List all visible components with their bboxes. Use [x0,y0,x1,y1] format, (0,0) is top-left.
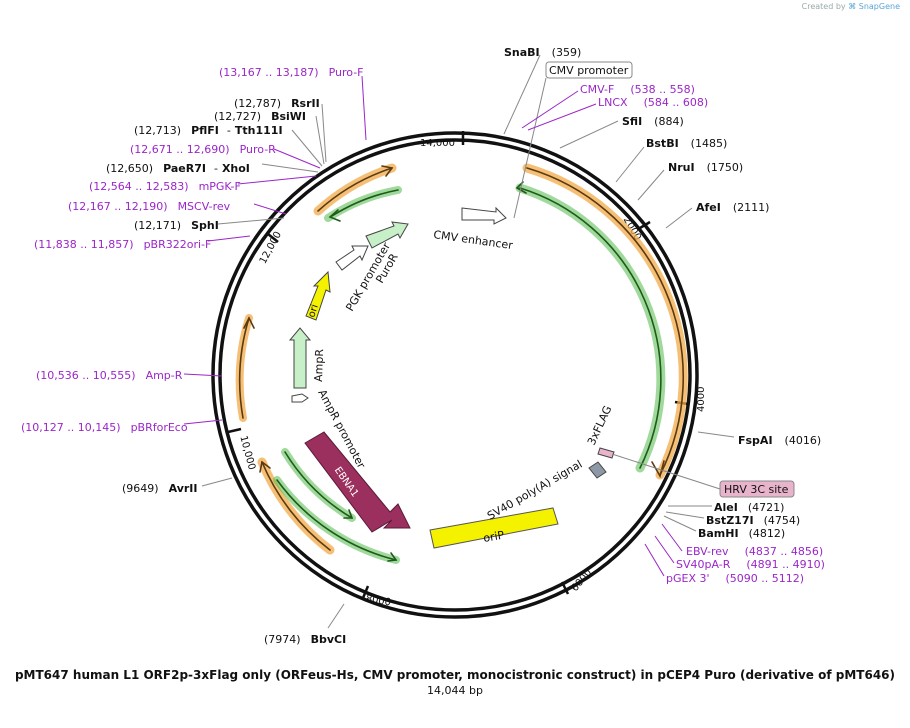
ori-feature [305,270,331,321]
snapgene-logo: ⌘ SnapGene [848,2,900,11]
ampr-label: AmpR [312,348,326,382]
ebna1-feature [304,431,411,533]
credit-brand: SnapGene [858,2,900,11]
cmv-enhancer-label: CMV enhancer [433,228,514,252]
ampr-feature [288,327,312,389]
alei-label: AleI(4721) [714,501,784,514]
pbrforeco-label: (10,127 .. 10,145)pBRforEco [21,421,188,434]
bamhi-label: BamHI(4812) [698,527,785,540]
nrui-label: NruI(1750) [668,161,743,174]
pgex3-label: pGEX 3'(5090 .. 5112) [666,572,804,585]
sphi-label: (12,171)SphI [134,219,219,232]
tick-14000: 14,000 [420,138,455,149]
ori-label: ori [306,303,320,319]
bstbi-label: BstBI(1485) [646,137,727,150]
lncx-label: LNCX(584 .. 608) [598,96,708,109]
cmv-f-label: CMV-F(538 .. 558) [580,83,695,96]
amp-r-label: (10,536 .. 10,555)Amp-R [36,369,183,382]
tick-4000: 4000 [696,387,707,412]
mpgk-f-label: (12,564 .. 12,583)mPGK-F [89,180,241,193]
orip-feature [429,507,559,549]
avrii-label: (9649)AvrII [122,482,197,495]
sv40pa-r-label: SV40pA-R(4891 .. 4910) [676,558,825,571]
credit-prefix: Created by [801,2,846,11]
rsrii-label: (12,787)RsrII [234,97,320,110]
plasmid-map: 14,000 2000 4000 6000 8000 10,000 12,000 [21,46,825,646]
flag-feature [597,447,615,459]
afei-label: AfeI(2111) [696,201,769,214]
sv40-feature [588,461,607,479]
tick-12000: 12,000 [258,230,284,266]
tick-10000: 10,000 [237,435,257,472]
bbvci-label: (7974)BbvCI [264,633,346,646]
plasmid-length: 14,044 bp [427,684,483,697]
bsiwi-label: (12,727)BsiWI [214,110,306,123]
fspai-label: FspAI(4016) [738,434,821,447]
ampr-promoter-feature [291,393,309,403]
mscv-rev-label: (12,167 .. 12,190)MSCV-rev [68,200,231,213]
pgk-promoter-feature [335,245,369,271]
sfii-label: SfiI(884) [622,115,684,128]
pbr322ori-f-label: (11,838 .. 11,857)pBR322ori-F [34,238,211,251]
puro-r-label: (12,671 .. 12,690)Puro-R [130,143,276,156]
snapgene-credit: Created by ⌘ SnapGene [802,2,900,11]
puro-f-label: (13,167 .. 13,187)Puro-F [219,66,364,79]
ebv-rev-label: EBV-rev(4837 .. 4856) [686,545,823,558]
cmv-promoter-box [545,61,633,79]
backbone-outer [211,131,699,619]
cmv-promoter-label: CMV promoter [549,64,629,77]
puror-feature [365,221,409,249]
hrv-3c-label: HRV 3C site [724,483,789,496]
tick-8000: 8000 [365,593,392,608]
bstz17i-label: BstZ17I(4754) [706,514,800,527]
cmv-enhancer-feature [461,206,507,225]
backbone-inner [218,138,692,612]
flag-label: 3xFLAG [585,404,615,448]
plasmid-title: pMT647 human L1 ORF2p-3xFlag only (ORFeu… [14,668,896,682]
pflfi-label: (12,713)PflFI-Tth111I [134,124,283,137]
snabi-label: SnaBI(359) [504,46,581,59]
paer7i-label: (12,650)PaeR7I-XhoI [106,162,250,175]
tick-6000: 6000 [569,567,594,594]
orip-label: oriP [482,528,505,545]
